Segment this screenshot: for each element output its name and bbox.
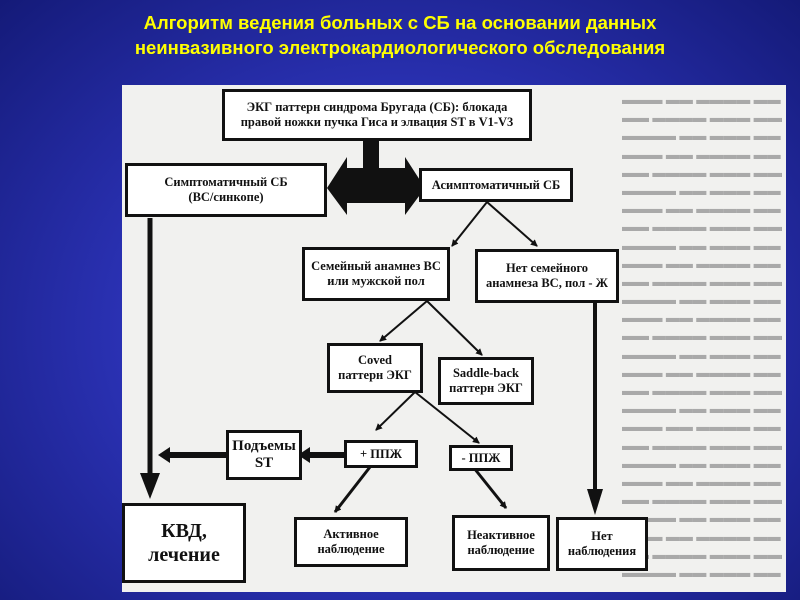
faded-text-line: ▬▬▬▬ ▬▬ ▬▬▬ ▬▬ ▬▬ <box>622 292 782 308</box>
node-inactive: Неактивное наблюдение <box>452 515 550 571</box>
node-st-elevation-line2: ST <box>254 455 274 471</box>
node-ecg-pattern-line2: правой ножки пучка Гиса и элвация ST в V… <box>240 115 514 129</box>
faded-text-line: ▬▬▬▬ ▬▬ ▬▬▬ ▬▬ ▬▬ <box>622 128 782 144</box>
node-family-history: Семейный анамнез ВС или мужской пол <box>302 247 450 301</box>
node-active-line2: наблюдение <box>317 542 385 556</box>
node-coved-line1: Coved <box>357 353 392 367</box>
node-family-history-line2: или мужской пол <box>327 274 425 288</box>
node-symptomatic-line2: (ВС/синкопе) <box>188 190 264 204</box>
arrow-family-to-coved <box>379 300 428 342</box>
faded-text-line: ▬▬▬▬ ▬▬ ▬▬▬ ▬▬ ▬▬ <box>622 401 782 417</box>
node-pes-negative-line1: - ППЖ <box>461 450 501 465</box>
faded-text-line: ▬▬ ▬▬▬▬ ▬▬▬ ▬▬▬▬ <box>622 383 782 398</box>
arrow-nofamily-to-none-head <box>587 489 603 515</box>
node-coved: Coved паттерн ЭКГ <box>327 343 423 393</box>
slide-title-line1: Алгоритм ведения больных с СБ на основан… <box>143 12 657 33</box>
node-icd-line1: КВД, <box>161 520 207 542</box>
arrow-symptomatic-to-icd-head <box>140 473 160 499</box>
node-no-family-history-line1: Нет семейного <box>505 261 589 275</box>
node-no-family-history: Нет семейного анамнеза ВС, пол - Ж <box>475 249 619 303</box>
faded-text-line: ▬▬▬▬ ▬▬ ▬▬▬ ▬▬ ▬▬ <box>622 237 782 253</box>
node-active: Активное наблюдение <box>294 517 408 567</box>
node-st-elevation: Подъемы ST <box>226 430 302 480</box>
faded-text-line: ▬▬▬▬ ▬▬ ▬▬▬ ▬▬ ▬▬ <box>622 182 782 198</box>
arrow-asympt-to-family <box>451 201 488 247</box>
node-inactive-line1: Неактивное <box>467 528 535 542</box>
node-icd: КВД, лечение <box>122 503 246 583</box>
node-pes-positive: + ППЖ <box>344 440 418 468</box>
node-none-line2: наблюдения <box>567 544 637 558</box>
arrow-coved-to-negative <box>414 391 480 444</box>
node-asymptomatic-line1: Асимптоматичный СБ <box>431 177 561 192</box>
arrow-asympt-to-nofamily <box>486 201 538 247</box>
node-symptomatic: Симптоматичный СБ (ВС/синкопе) <box>125 163 327 217</box>
diagram-arrows <box>140 138 603 515</box>
faded-text-line: ▬▬ ▬▬▬▬ ▬▬▬ ▬▬▬▬ <box>622 328 782 344</box>
faded-text-line: ▬▬ ▬▬▬▬ ▬▬▬ ▬▬▬▬ <box>622 492 782 508</box>
faded-text-line: ▬▬▬▬ ▬▬ ▬▬▬ ▬▬ ▬▬ <box>622 455 782 471</box>
faded-text-line: ▬▬▬▬ ▬▬ ▬▬▬ ▬▬ ▬▬ <box>622 346 782 362</box>
arrow-family-to-saddle <box>426 300 483 356</box>
node-active-line1: Активное <box>323 527 379 541</box>
arrow-st-to-icd-head <box>158 447 170 463</box>
arrow-positive-to-active <box>333 466 372 513</box>
node-no-family-history-line2: анамнеза ВС, пол - Ж <box>485 276 609 290</box>
faded-text-line: ▬▬▬ ▬▬ ▬▬▬▬ ▬▬ ▬▬▬ <box>622 310 782 326</box>
node-st-elevation-line1: Подъемы <box>232 438 296 454</box>
node-inactive-line2: наблюдение <box>467 543 535 557</box>
faded-text-line: ▬▬▬ ▬▬ ▬▬▬▬ ▬▬ ▬▬▬ <box>622 92 782 107</box>
node-symptomatic-line1: Симптоматичный СБ <box>164 175 288 189</box>
node-saddle-back-line1: Saddle-back <box>452 366 519 380</box>
node-saddle-back-line2: паттерн ЭКГ <box>449 381 523 395</box>
faded-text-line: ▬▬▬ ▬▬ ▬▬▬▬ ▬▬ ▬▬▬ <box>622 528 782 544</box>
node-asymptomatic: Асимптоматичный СБ <box>419 168 573 202</box>
node-saddle-back: Saddle-back паттерн ЭКГ <box>438 357 534 405</box>
arrow-coved-to-positive <box>375 391 416 431</box>
arrow-positive-to-st-head <box>298 447 310 463</box>
node-none: Нет наблюдения <box>556 517 648 571</box>
node-ecg-pattern: ЭКГ паттерн синдрома Бругада (СБ): блока… <box>222 89 532 141</box>
slide-title-line2: неинвазивного электрокардиологического о… <box>134 37 666 58</box>
faded-text-line: ▬▬ ▬▬▬▬ ▬▬▬ ▬▬▬▬ <box>622 164 782 180</box>
faded-text-line: ▬▬▬▬ ▬▬ ▬▬▬ ▬▬ ▬▬ <box>622 564 782 580</box>
scanned-diagram: ▬▬▬ ▬▬ ▬▬▬▬ ▬▬ ▬▬▬ ▬▬ ▬▬▬▬ ▬▬▬ ▬▬▬▬ ▬▬▬▬ ▬… <box>122 85 786 592</box>
faded-text-line: ▬▬ ▬▬▬▬ ▬▬▬ ▬▬▬▬ <box>622 110 782 126</box>
slide-title: Алгоритм ведения больных с СБ на основан… <box>40 10 760 60</box>
faded-text-line: ▬▬ ▬▬▬▬ ▬▬▬ ▬▬▬▬ <box>622 219 782 235</box>
faded-text-line: ▬▬▬ ▬▬ ▬▬▬▬ ▬▬ ▬▬▬ <box>622 255 782 271</box>
faded-text-line: ▬▬▬ ▬▬ ▬▬▬▬ ▬▬ ▬▬▬ <box>622 473 782 489</box>
split-arrow <box>327 138 425 215</box>
faded-text-line: ▬▬ ▬▬▬▬ ▬▬▬ ▬▬▬▬ <box>622 273 782 289</box>
faded-text-line: ▬▬ ▬▬▬▬ ▬▬▬ ▬▬▬▬ <box>622 546 782 562</box>
faded-text-line: ▬▬▬ ▬▬ ▬▬▬▬ ▬▬ ▬▬▬ <box>622 201 782 217</box>
node-pes-positive-line1: + ППЖ <box>359 446 403 461</box>
node-pes-negative: - ППЖ <box>449 445 513 471</box>
faded-text-line: ▬▬▬▬ ▬▬ ▬▬▬ ▬▬ ▬▬ <box>622 510 782 526</box>
faded-text-line: ▬▬▬ ▬▬ ▬▬▬▬ ▬▬ ▬▬▬ <box>622 146 782 162</box>
faded-text-line: ▬▬▬ ▬▬ ▬▬▬▬ ▬▬ ▬▬▬ <box>622 364 782 380</box>
arrow-negative-to-inactive <box>472 467 508 509</box>
faded-text-line: ▬▬ ▬▬▬▬ ▬▬▬ ▬▬▬▬ <box>622 437 782 453</box>
node-none-line1: Нет <box>591 529 613 543</box>
node-family-history-line1: Семейный анамнез ВС <box>311 259 441 273</box>
node-coved-line2: паттерн ЭКГ <box>338 368 412 382</box>
node-icd-line2: лечение <box>148 544 220 566</box>
faded-text-line: ▬▬▬ ▬▬ ▬▬▬▬ ▬▬ ▬▬▬ <box>622 419 782 435</box>
faded-background-text: ▬▬▬ ▬▬ ▬▬▬▬ ▬▬ ▬▬▬ ▬▬ ▬▬▬▬ ▬▬▬ ▬▬▬▬ ▬▬▬▬ ▬… <box>622 91 782 582</box>
node-ecg-pattern-line1: ЭКГ паттерн синдрома Бругада (СБ): блока… <box>246 100 508 114</box>
